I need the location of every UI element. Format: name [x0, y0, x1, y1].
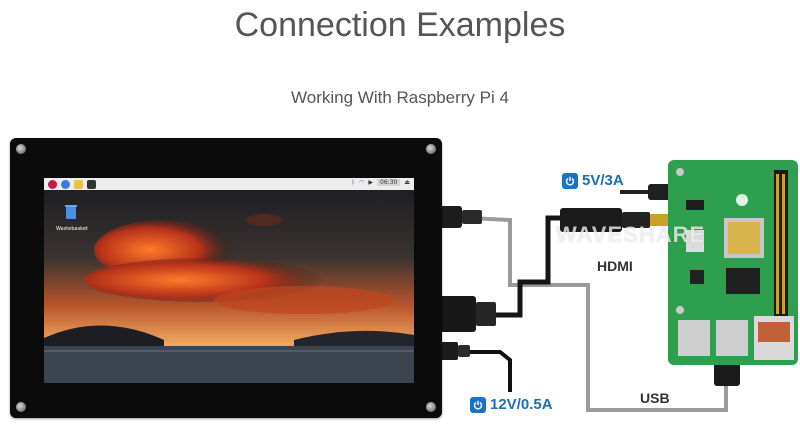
screw: [426, 402, 436, 412]
desktop-icon-wastebasket[interactable]: Wastebasket: [56, 204, 88, 232]
desktop-icon-label: Wastebasket: [56, 226, 88, 232]
power-label-12v: 12V/0.5A: [470, 396, 553, 413]
power-label-5v: 5V/3A: [562, 172, 624, 189]
usb-connector-pi: [714, 360, 740, 386]
hdmi-cable: [440, 215, 566, 318]
lcd-monitor: ᛒ ◠ ▶ 06:30 ⏏ Wastebasket: [10, 138, 442, 418]
page-title: Connection Examples: [234, 6, 566, 44]
wifi-icon[interactable]: ◠: [359, 180, 365, 186]
display-screen: ᛒ ◠ ▶ 06:30 ⏏ Wastebasket: [44, 178, 414, 383]
page-subtitle: Working With Raspberry Pi 4: [291, 88, 509, 107]
bluetooth-icon[interactable]: ᛒ: [351, 179, 356, 186]
power-label-5v-text: 5V/3A: [582, 172, 624, 189]
watermark: WAVESHARE: [556, 222, 706, 247]
raspberry-icon[interactable]: [48, 179, 57, 189]
power-icon: [562, 172, 578, 189]
taskbar: ᛒ ◠ ▶ 06:30 ⏏: [44, 178, 414, 190]
raspberry-pi-board: [668, 160, 798, 365]
raspberry-logo: [736, 194, 748, 206]
trash-icon: [65, 205, 77, 219]
hdmi-connector-pi: [560, 208, 622, 232]
screw: [16, 402, 26, 412]
system-tray: ᛒ ◠ ▶ 06:30 ⏏: [352, 179, 410, 186]
terminal-icon[interactable]: [87, 179, 96, 189]
hdmi-connector-monitor: [434, 296, 476, 332]
power-icon: [470, 396, 486, 413]
volume-icon[interactable]: ▶: [368, 180, 374, 186]
usb-label: USB: [640, 390, 670, 406]
browser-icon[interactable]: [61, 179, 70, 189]
clock: 06:30: [377, 179, 401, 186]
folder-icon[interactable]: [74, 179, 83, 189]
screw: [426, 144, 436, 154]
hdmi-label: HDMI: [597, 258, 633, 274]
desktop-wallpaper: [44, 190, 414, 383]
eject-icon[interactable]: ⏏: [404, 180, 410, 186]
power-label-12v-text: 12V/0.5A: [490, 396, 553, 413]
screw: [16, 144, 26, 154]
